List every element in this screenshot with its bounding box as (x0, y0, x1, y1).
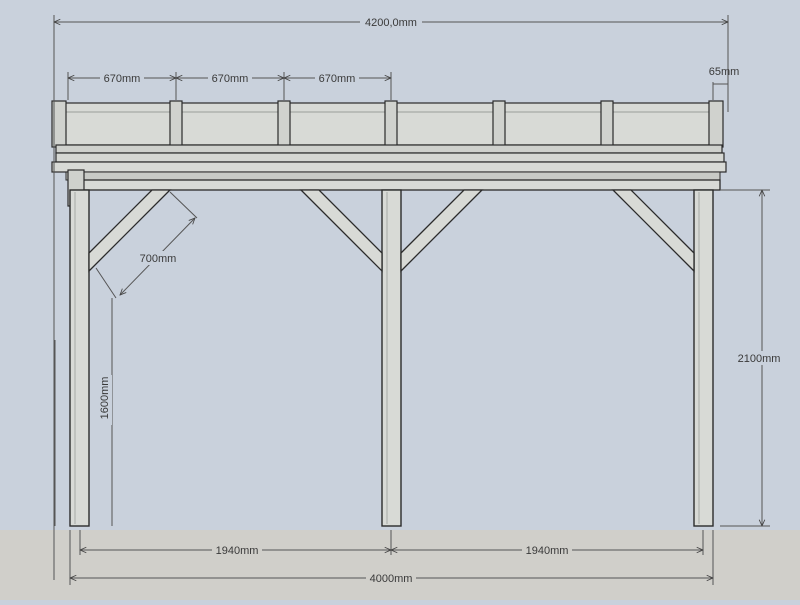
dim-post-spacing-right: 1940mm (526, 545, 569, 557)
brace-middle-right (400, 189, 484, 273)
post-left (69, 189, 90, 527)
brace-middle-left (299, 189, 383, 273)
dim-post-height: 2100mm (738, 353, 781, 365)
rafter-end (600, 100, 614, 148)
dim-post-spacing-left: 1940mm (216, 545, 259, 557)
dim-overall-width: 4200,0mm (365, 17, 417, 29)
beam-top (65, 171, 721, 181)
purlin-middle (55, 152, 725, 163)
rafter-end (277, 100, 291, 148)
fascia (51, 161, 727, 173)
dim-rafter-spacing-2: 670mm (212, 73, 249, 85)
dimension-labels: 4200,0mm 670mm 670mm 670mm 65mm 700mm 16… (98, 15, 784, 585)
dim-brace-height: 1600mm (99, 377, 111, 420)
main-beam (69, 179, 721, 191)
rafter-end (169, 100, 183, 148)
brace-right (611, 189, 695, 273)
post-middle (381, 189, 402, 527)
post-right (693, 189, 714, 527)
dim-rafter-spacing-1: 670mm (104, 73, 141, 85)
purlin-top (55, 144, 723, 154)
rafter-end (708, 100, 724, 148)
dim-overhang: 65mm (709, 66, 740, 78)
posts (69, 189, 714, 527)
dim-post-span-total: 4000mm (370, 573, 413, 585)
rafter-end (492, 100, 506, 148)
ground-plane (0, 530, 800, 600)
rafter-end (384, 100, 398, 148)
dim-rafter-spacing-3: 670mm (319, 73, 356, 85)
dim-brace-length: 700mm (140, 253, 177, 265)
roof-panel (51, 100, 727, 181)
